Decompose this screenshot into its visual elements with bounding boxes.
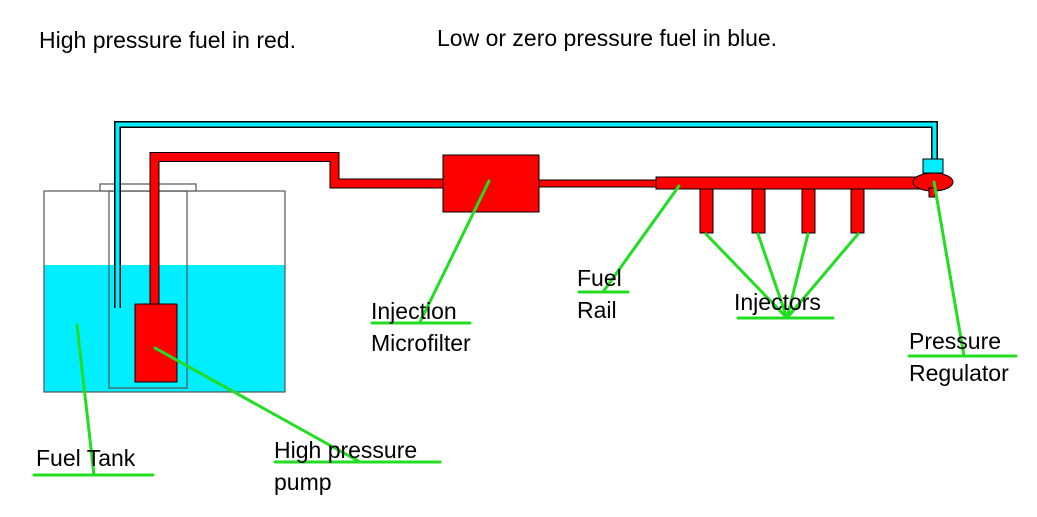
high-pressure-pipe-fill	[150, 153, 445, 305]
injectors-label: Injectors	[734, 289, 821, 315]
leader-injector-2	[756, 232, 789, 320]
injection-microfilter-label-line2: Microfilter	[371, 330, 471, 356]
leader-pressure-regulator	[932, 180, 966, 358]
leader-injector-4	[785, 232, 860, 320]
leader-lines	[32, 179, 1018, 477]
leader-injector-3	[785, 232, 810, 320]
return-line-fill	[115, 122, 937, 308]
leader-fuel-tank	[75, 323, 96, 477]
injector-3	[801, 188, 816, 234]
leader-fuel-rail	[601, 184, 681, 294]
return-line	[114, 121, 944, 308]
pressure-regulator-label-line1: Pressure	[909, 328, 1002, 354]
leader-high-pressure-pump	[153, 346, 362, 464]
high-pressure-pump-label-line1: High pressure	[274, 437, 418, 463]
injector-4	[850, 188, 865, 234]
high-pressure-line	[134, 152, 954, 383]
high-pressure-note: High pressure fuel in red.	[39, 27, 296, 53]
filter-to-rail-pipe	[537, 179, 661, 188]
high-pressure-pump-label-line2: pump	[274, 469, 332, 495]
leader-injector-1	[704, 232, 789, 320]
low-pressure-note: Low or zero pressure fuel in blue.	[437, 25, 778, 51]
fuel-rail-label-line1: Fuel	[577, 265, 622, 291]
regulator-return-port	[922, 158, 944, 174]
fuel-rail	[655, 176, 929, 190]
pump-sock	[108, 190, 188, 389]
fuel-rail-label-line2: Rail	[577, 297, 617, 323]
leader-injection-microfilter	[418, 179, 491, 324]
injector-2	[751, 188, 766, 234]
injector-1	[699, 188, 714, 234]
injection-microfilter-label-line1: Injection	[371, 298, 457, 324]
fuel-tank-label: Fuel Tank	[36, 445, 136, 471]
pressure-regulator-label-line2: Regulator	[909, 360, 1009, 386]
injection-microfilter	[442, 154, 540, 213]
high-pressure-pump	[134, 303, 178, 383]
